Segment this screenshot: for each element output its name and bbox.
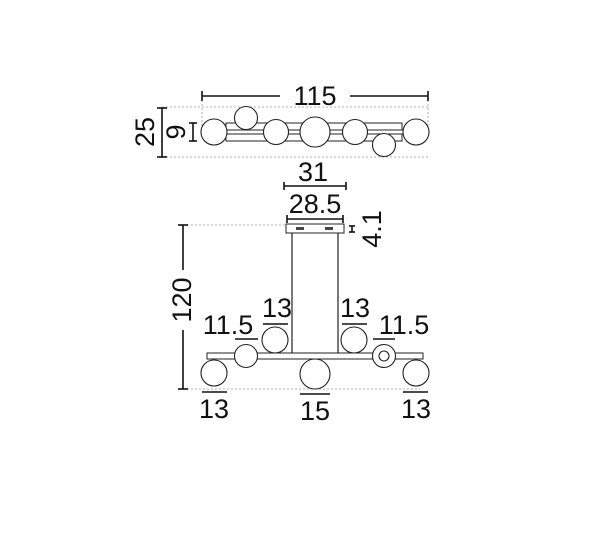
globe bbox=[299, 116, 331, 148]
dim-canopy-inner: 28.5 bbox=[289, 189, 342, 219]
globe bbox=[340, 326, 368, 354]
globe bbox=[200, 359, 228, 387]
canopy-screw bbox=[296, 227, 304, 230]
dim-total-depth: 25 bbox=[130, 117, 160, 147]
globe bbox=[261, 326, 289, 354]
dim-globe-left-small: 11.5 bbox=[203, 310, 254, 340]
globe bbox=[262, 118, 290, 146]
dim-globe-left-upper: 13 bbox=[262, 293, 292, 323]
dim-globe-bottom-left: 13 bbox=[199, 394, 229, 424]
globe bbox=[371, 132, 397, 158]
dim-bar-depth: 9 bbox=[161, 124, 191, 139]
top-view: 115 25 9 bbox=[130, 81, 430, 158]
dim-total-length: 115 bbox=[293, 81, 336, 111]
dim-globe-bottom-right: 13 bbox=[401, 394, 431, 424]
canopy bbox=[285, 223, 345, 234]
globe bbox=[402, 118, 430, 146]
globe-socket bbox=[378, 350, 390, 362]
dim-canopy-outer: 31 bbox=[298, 157, 328, 187]
dim-globe-right-upper: 13 bbox=[340, 293, 370, 323]
globe bbox=[341, 118, 369, 146]
canopy-screw bbox=[325, 227, 333, 230]
globe bbox=[402, 359, 430, 387]
globe bbox=[233, 105, 259, 131]
dim-max-height: 120 bbox=[167, 277, 197, 322]
dim-globe-bottom-center: 15 bbox=[300, 396, 330, 426]
dim-canopy-height: 4.1 bbox=[357, 210, 387, 248]
canopy-dimensions: 31 28.5 4.1 bbox=[283, 157, 387, 248]
globe bbox=[200, 118, 228, 146]
globe bbox=[299, 358, 331, 390]
dim-globe-right-small: 11.5 bbox=[379, 310, 430, 340]
front-view: 120 11.5 13 13 11.5 13 15 13 bbox=[167, 223, 431, 426]
globe bbox=[233, 343, 259, 369]
